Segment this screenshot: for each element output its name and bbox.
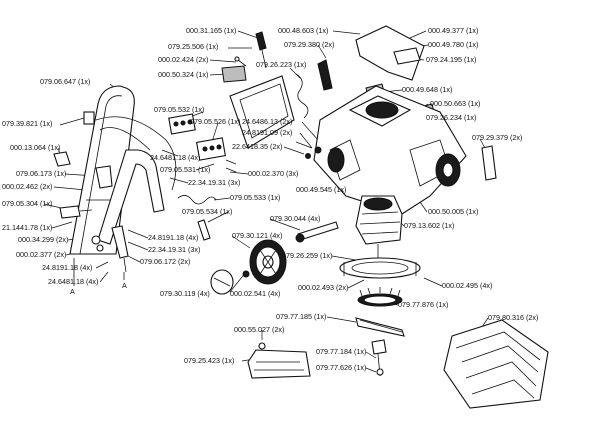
cable-clip <box>83 111 95 125</box>
bail-frame <box>247 349 311 379</box>
part-label: 22.34.19.31 (3x) <box>188 178 240 187</box>
part-label: 079.13.602 (1x) <box>404 221 454 230</box>
part-labels: 000.31.165 (1x) 079.25.506 (1x) 000.02.4… <box>2 26 538 372</box>
blade-bolt <box>376 368 384 376</box>
mower-deck <box>295 85 467 215</box>
part-label: 079.05.304 (1x) <box>2 199 52 208</box>
motor-assembly <box>339 195 421 307</box>
deflector-pin <box>481 145 497 181</box>
wheel-washer <box>242 270 250 278</box>
part-label: 21.1441.78 (1x) <box>2 223 52 232</box>
part-label: 079.30.119 (4x) <box>160 289 210 298</box>
lower-handle <box>97 149 165 245</box>
part-label: 000.02.424 (2x) <box>158 55 208 64</box>
deck-wheel-front <box>327 147 345 173</box>
part-label: 079.05.531 (1x) <box>160 165 210 174</box>
part-label: 079.80.316 (2x) <box>488 313 538 322</box>
part-label: 079.06.173 (1x) <box>16 169 66 178</box>
part-label: 079.25.423 (1x) <box>184 356 234 365</box>
part-label: 000.49.648 (1x) <box>402 85 452 94</box>
part-label: 079.06.647 (1x) <box>40 77 90 86</box>
rear-flap <box>229 75 295 149</box>
part-label: 000.02.495 (4x) <box>442 281 492 290</box>
part-label: 22.34.19.31 (3x) <box>148 245 200 254</box>
part-label: 000.13.064 (1x) <box>10 143 60 152</box>
axle-nut <box>295 233 305 243</box>
grass-catcher <box>443 319 549 409</box>
part-label: 22.6418.35 (2x) <box>232 142 282 151</box>
part-label: 079.05.526 (1x) <box>190 117 240 126</box>
part-label: 079.77.185 (1x) <box>276 312 326 321</box>
fan-plate <box>339 257 421 279</box>
part-label: 24.6481.18 (4x) <box>150 153 200 162</box>
part-label: 24.6481.18 (4x) <box>48 277 98 286</box>
part-label: 079.30.044 (4x) <box>270 214 320 223</box>
part-label: 079.05.534 (1x) <box>182 207 232 216</box>
handle-clamp <box>111 225 129 259</box>
blade-adapter <box>371 339 387 355</box>
part-label: 079.05.533 (1x) <box>230 193 280 202</box>
flap-spring <box>295 73 309 119</box>
part-label: 000.49.377 (1x) <box>428 26 478 35</box>
part-label: 24.8191.18 (4x) <box>42 263 92 272</box>
marker-a-right: A <box>122 281 127 290</box>
part-label: 000.50.324 (1x) <box>158 70 208 79</box>
part-label: 000.49.780 (1x) <box>428 40 478 49</box>
washer-left <box>91 235 101 245</box>
cable-bracket-parts <box>168 31 333 241</box>
cable-strain-relief <box>255 31 267 51</box>
part-label: 000.49.545 (1x) <box>296 185 346 194</box>
bail-clip <box>258 342 266 350</box>
part-label: 079.06.172 (2x) <box>140 257 190 266</box>
part-label: 079.24.195 (1x) <box>426 55 476 64</box>
part-label: 079.77.876 (1x) <box>398 300 448 309</box>
part-label: 079.26.234 (1x) <box>426 113 476 122</box>
switch-box <box>53 151 71 167</box>
hood-label <box>393 47 421 65</box>
marker-a-left: A <box>70 287 75 296</box>
part-label: 000.02.377 (2x) <box>16 250 66 259</box>
part-label: 079.25.506 (1x) <box>168 42 218 51</box>
part-label: 079.77.626 (1x) <box>316 363 366 372</box>
part-label: 000.34.299 (2x) <box>18 235 68 244</box>
part-label: 24.8191.18 (4x) <box>148 233 198 242</box>
switch-lever <box>95 165 113 189</box>
part-label: 24.6486.13 (2x) <box>242 117 292 126</box>
part-label: 000.02.541 (4x) <box>230 289 280 298</box>
part-label: 000.50.663 (1x) <box>430 99 480 108</box>
part-label: 079.26.223 (1x) <box>256 60 306 69</box>
part-label: 000.02.462 (2x) <box>2 182 52 191</box>
part-label: 079.26.259 (1x) <box>282 251 332 260</box>
part-label: 079.77.184 (1x) <box>316 347 366 356</box>
part-label: 079.29.379 (2x) <box>472 133 522 142</box>
blade-parts <box>247 317 549 409</box>
part-label: 24.8191.09 (2x) <box>242 128 292 137</box>
part-label: 000.50.005 (1x) <box>428 207 478 216</box>
handle-assembly <box>53 85 177 286</box>
part-label: 000.31.165 (1x) <box>186 26 236 35</box>
part-label: 000.55.027 (2x) <box>234 325 284 334</box>
nut-left <box>96 244 104 252</box>
part-label: 000.02.370 (3x) <box>248 169 298 178</box>
handle-knob-screw <box>59 205 81 219</box>
part-label: 079.39.821 (1x) <box>2 119 52 128</box>
hinge-bolt <box>317 59 333 91</box>
top-hood <box>355 25 425 81</box>
cover-plate <box>221 65 247 83</box>
part-label: 000.48.603 (1x) <box>278 26 328 35</box>
part-label: 000.02.493 (2x) <box>298 283 348 292</box>
part-label: 079.30.121 (4x) <box>232 231 282 240</box>
cable-clamp <box>197 219 211 241</box>
screw-top <box>234 56 240 62</box>
wheels <box>210 221 339 295</box>
part-label: 079.05.532 (1x) <box>154 105 204 114</box>
part-label: 079.29.380 (2x) <box>284 40 334 49</box>
